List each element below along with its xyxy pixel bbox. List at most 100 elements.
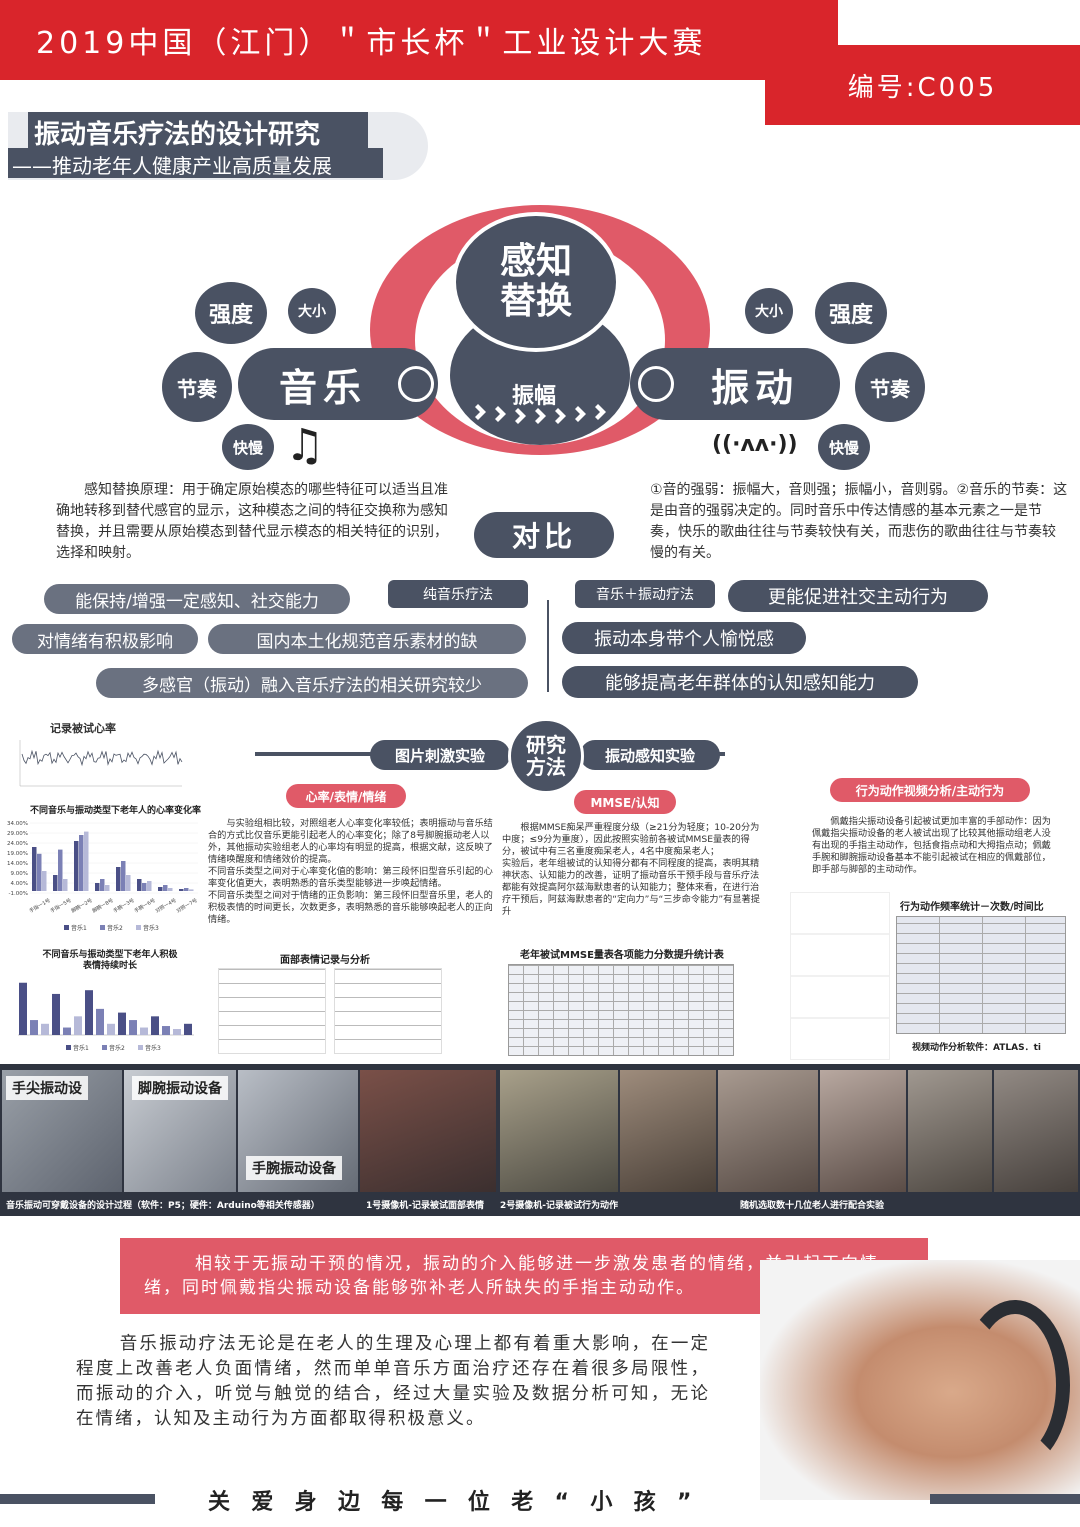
bar2-bar: [19, 982, 27, 1035]
bar2-bar: [173, 1029, 181, 1035]
music-vibration-header: 音乐＋振动疗法: [575, 580, 715, 608]
main-title: 振动音乐疗法的设计研究: [34, 120, 321, 150]
bar2-legend-swatch: [138, 1045, 143, 1050]
bar1-bar: [63, 879, 68, 891]
compare-label: 对比: [511, 520, 576, 553]
code-box: 编号:C005: [765, 45, 1080, 125]
right-item-3: 能够提高老年群体的认知感知能力: [562, 666, 918, 698]
bar1-legend-label: 音乐2: [107, 924, 123, 932]
left-item-label: 对情绪有积极影响: [37, 631, 173, 652]
code-label: 编号:C005: [847, 72, 998, 103]
header-title: 2019中国（江门）＂市长杯＂工业设计大赛: [36, 26, 707, 61]
bar2-bar: [30, 1020, 38, 1035]
amplitude-label: 振幅: [512, 384, 557, 409]
bar2-bar: [151, 1016, 159, 1035]
bar1-category-label: 脚腕一8号: [91, 897, 115, 915]
vibration-ring: [638, 366, 674, 402]
photo-wrist: 手腕振动设备: [238, 1070, 358, 1192]
para-mmse: 根据MMSE痴呆严重程度分级（≥21分为轻度；10-20分为中度；≤9分为重度）…: [502, 822, 760, 917]
tag-speed-left: 快慢: [222, 424, 274, 470]
bar1-category-label: 手腕一6号: [133, 897, 157, 915]
face-table-2: [334, 968, 442, 1054]
bar1-chart: 34.00%29.00%24.00%19.00%14.00%9.00%4.00%…: [7, 821, 199, 932]
tag-strength-left: 强度: [195, 282, 267, 344]
bar1-tick-label: 29.00%: [7, 831, 28, 837]
behavior-title: 行为动作频率统计－次数/时间比: [900, 902, 1044, 913]
bar1-legend-swatch: [100, 925, 105, 930]
bar2-bar: [140, 1027, 148, 1035]
conclusion-text: 音乐振动疗法无论是在老人的生理及心理上都有着重大影响，在一定程度上改善老人负面情…: [76, 1334, 710, 1429]
center-circle: 感知 替换: [452, 212, 620, 352]
photo-wrist-label: 手腕振动设备: [246, 1156, 342, 1180]
tag-heart-rate: 心率/表情/情绪: [286, 784, 406, 808]
method-left-label: 图片刺激实验: [394, 746, 485, 765]
bar2-bar: [74, 1016, 82, 1035]
bar1-bar: [74, 841, 79, 891]
tag-speed-right: 快慢: [818, 424, 870, 470]
tag-text: 强度: [828, 303, 873, 328]
left-item-label: 国内本土化规范音乐素材的缺: [256, 631, 478, 652]
bar1-tick-label: 14.00%: [7, 861, 28, 867]
tag-heart-rate-label: 心率/表情/情绪: [305, 789, 387, 804]
rhythm-text: ①音的强弱：振幅大，音则强；振幅小，音则弱。②音乐的节奏：这是由音的强弱决定的。…: [650, 482, 1068, 561]
pure-music-header: 纯音乐疗法: [388, 580, 528, 608]
tag-text: 大小: [298, 304, 326, 320]
photo-fingertip-label: 手尖振动设: [6, 1076, 88, 1100]
bar2-legend-label: 音乐3: [145, 1044, 161, 1052]
tag-text: 节奏: [177, 376, 217, 401]
title-line2-bg: [8, 148, 383, 178]
bar2-legend-label: 音乐1: [73, 1044, 89, 1052]
bar1-bar: [37, 853, 42, 891]
bar1-bar: [147, 881, 152, 891]
bar1-bar: [179, 889, 184, 891]
title-line1-bg: [28, 112, 368, 148]
bar1-bar: [42, 871, 47, 891]
bar1-bar: [184, 888, 189, 891]
music-vibration-label: 音乐＋振动疗法: [596, 587, 694, 603]
bar2-bar: [118, 1012, 126, 1035]
right-item-label: 振动本身带个人愉悦感: [594, 629, 774, 650]
method-center-label: 研究 方法: [526, 733, 566, 779]
principle-text: 感知替换原理：用于确定原始模态的哪些特征可以适当且准确地转移到替代感官的显示，这…: [56, 482, 448, 561]
right-item-label: 能够提高老年群体的认知感知能力: [605, 673, 875, 694]
tag-text: 节奏: [870, 376, 910, 401]
photo-fingertip: 手尖振动设: [2, 1070, 122, 1192]
software-label: 视频动作分析软件：ATLAS．ti: [912, 1043, 1041, 1053]
bar1-bar: [95, 883, 100, 891]
face-title: 面部表情记录与分析: [280, 955, 370, 966]
tag-rhythm-right: 节奏: [855, 352, 925, 422]
bar1-category-label: 手指一1号: [28, 897, 52, 915]
bar1-bar: [189, 889, 194, 891]
tag-strength-right: 强度: [815, 282, 887, 344]
hr-title: 记录被试心率: [50, 722, 116, 735]
headphone-band-icon: [960, 1300, 1070, 1470]
bar1-category-label: 脚腕一2号: [70, 897, 94, 915]
tag-behavior: 行为动作视频分析/主动行为: [830, 778, 1030, 802]
caption-4: 随机选取数十几位老人进行配合实验: [740, 1201, 885, 1211]
photo-elders-5: [994, 1070, 1078, 1192]
left-item-label: 多感官（振动）融入音乐疗法的相关研究较少: [142, 675, 482, 696]
method-right-pill: 振动感知实验: [580, 740, 720, 770]
right-item-2: 振动本身带个人愉悦感: [562, 622, 806, 654]
compare-divider: [547, 600, 549, 692]
header-bar: [0, 0, 838, 80]
highlight-text: 相较于无振动干预的情况，振动的介入能够进一步激发患者的情绪，并引起正向情绪，同时…: [144, 1254, 879, 1298]
bar1-bar: [32, 847, 37, 891]
vibration-label: 振动: [710, 365, 799, 410]
music-ring: [398, 366, 434, 402]
photo-camera-1: [360, 1070, 496, 1192]
caption-2: 1号摄像机-记录被试面部表情: [366, 1201, 484, 1211]
mmse-table: [508, 964, 734, 1056]
footer-slogan: 关 爱 身 边 每 一 位 老 “ 小 孩 ”: [208, 1490, 694, 1515]
bar1-tick-label: -1.00%: [9, 891, 28, 897]
bar2-bar: [107, 1023, 115, 1035]
caption-3: 2号摄像机-记录被试行为动作: [500, 1201, 618, 1211]
bar2-bar: [184, 1023, 192, 1035]
photo-elders-1: [620, 1070, 716, 1192]
tag-mmse: MMSE/认知: [574, 790, 676, 814]
bar1-bar: [116, 867, 121, 891]
right-item-label: 更能促进社交主动行为: [768, 587, 948, 608]
mmse-title: 老年被试MMSE量表各项能力分数提升统计表: [520, 950, 724, 961]
bar1-bar: [126, 875, 131, 891]
bar1-bar: [79, 835, 84, 891]
